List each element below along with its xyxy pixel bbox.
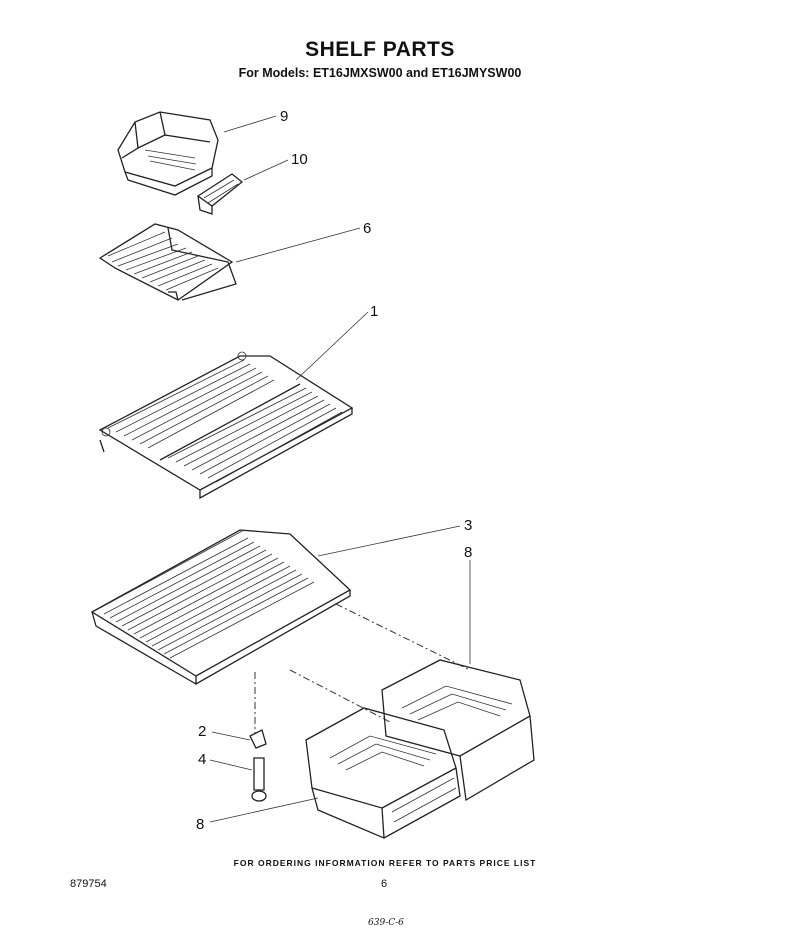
doc-number: 879754 [70, 878, 107, 890]
part-4-roller [251, 757, 267, 802]
callout-8-top: 8 [464, 544, 472, 561]
callout-10: 10 [291, 151, 308, 168]
models-subtitle: For Models: ET16JMXSW00 and ET16JMYSW00 [238, 66, 522, 80]
callout-2: 2 [198, 723, 206, 740]
part-9-bin [117, 111, 219, 196]
handwritten-note: 639-C-6 [368, 918, 404, 928]
part-1-wire-shelf [98, 351, 354, 500]
part-10-clip [196, 173, 244, 215]
callout-9: 9 [280, 108, 288, 125]
part-3-crisper-cover [90, 529, 471, 734]
part-6-small-wire-shelf [98, 223, 237, 301]
callout-4: 4 [198, 751, 206, 768]
callout-3: 3 [464, 517, 472, 534]
ordering-note: FOR ORDERING INFORMATION REFER TO PARTS … [233, 858, 537, 868]
page-title: SHELF PARTS [305, 38, 455, 61]
part-2-bracket [249, 729, 267, 749]
part-8-crisper-drawers [305, 659, 535, 839]
callout-6: 6 [363, 220, 371, 237]
callout-1: 1 [370, 303, 378, 320]
callout-8-bottom: 8 [196, 816, 204, 833]
page-number: 6 [381, 878, 388, 890]
leader-lines [209, 115, 471, 823]
